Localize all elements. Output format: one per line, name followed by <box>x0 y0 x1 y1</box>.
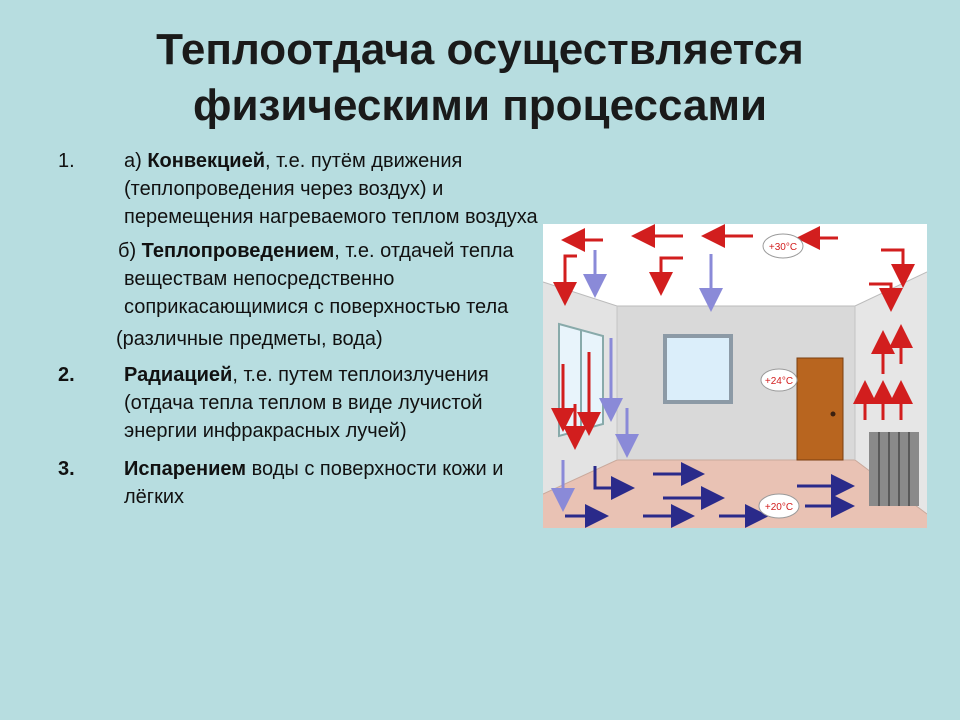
title-line-2: физическими процессами <box>192 81 768 130</box>
room-illustration: +30°C +24°C +20°C <box>543 224 927 528</box>
list-item-2: 2. Радиацией, т.е. путем теплоизлучения … <box>58 361 548 445</box>
temp-badge-wall: +24°C <box>760 368 798 392</box>
radiator <box>869 432 919 506</box>
evaporation-text: Испарением воды с поверхности кожи и лёг… <box>124 455 548 511</box>
radiation-text: Радиацией, т.е. путем теплоизлучения (от… <box>124 361 548 445</box>
conduction-description: , т.е. отдачей тепла веществам непосредс… <box>124 240 514 318</box>
list-item-1: 1. а) Конвекцией, т.е. путём движения (т… <box>58 147 548 231</box>
list-number-1: 1. <box>58 150 75 172</box>
conduction-term: Теплопроведением <box>141 240 335 262</box>
radiation-description: , т.е. путем теплоизлучения (отдача тепл… <box>124 364 489 442</box>
conduction-note: (различные предметы, вода) <box>116 328 383 350</box>
page-title: Теплоотдача осуществляется физическими п… <box>0 22 960 134</box>
room-heat-diagram: +30°C +24°C +20°C <box>543 224 927 528</box>
radiation-term: Радиацией <box>124 364 233 386</box>
temp-badge-ceiling: +30°C <box>762 233 804 259</box>
evaporation-description: воды с поверхности кожи и лёгких <box>124 458 504 508</box>
list-item-3: 3. Испарением воды с поверхности кожи и … <box>58 455 548 511</box>
conduction-prefix: б) <box>118 240 142 262</box>
list-number-3: 3. <box>58 458 75 480</box>
process-list: 1. а) Конвекцией, т.е. путём движения (т… <box>58 147 548 511</box>
temp-wall-label: +24°C <box>765 376 793 387</box>
back-window <box>663 334 733 404</box>
door <box>796 357 844 461</box>
evaporation-term: Испарением <box>124 458 247 480</box>
title-line-1: Теплоотдача осуществляется <box>156 25 804 74</box>
convection-term: Конвекцией <box>147 150 266 172</box>
convection-text: а) Конвекцией, т.е. путём движения (тепл… <box>124 147 548 231</box>
temp-ceiling-label: +30°C <box>769 242 797 253</box>
list-number-2: 2. <box>58 364 75 386</box>
temp-badge-floor: +20°C <box>758 493 800 519</box>
temp-floor-label: +20°C <box>765 502 793 513</box>
convection-prefix: а) <box>124 150 148 172</box>
convection-description: , т.е. путём движения (теплопроведения ч… <box>124 150 538 228</box>
conduction-text: б) Теплопроведением, т.е. отдачей тепла … <box>58 237 548 321</box>
